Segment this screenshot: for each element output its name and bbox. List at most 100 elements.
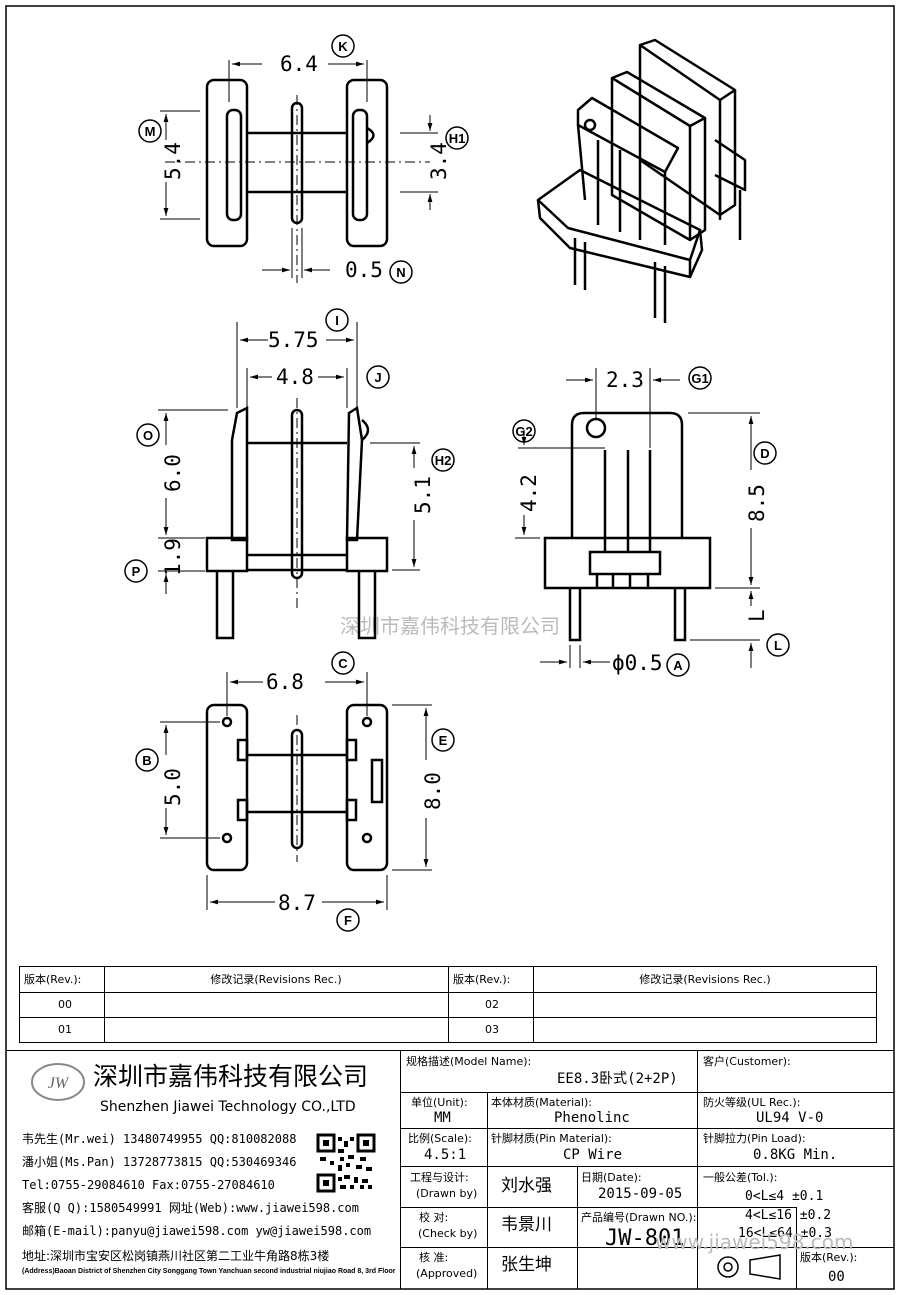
dim-5-0: 5.0 xyxy=(161,768,185,806)
bubble-O: O xyxy=(143,428,153,443)
contact-qq-web: 客服(Q Q):1580549991 网址(Web):www.jiawei598… xyxy=(22,1201,359,1215)
bubble-B: B xyxy=(142,753,151,768)
top-view xyxy=(205,78,389,248)
dim-8-5: 8.5 xyxy=(745,484,769,522)
contact-tel-fax: Tel:0755-29084610 Fax:0755-27084610 xyxy=(22,1178,275,1192)
projection-symbol xyxy=(712,1252,788,1282)
dim-6-0: 6.0 xyxy=(161,454,185,492)
projection-icon xyxy=(717,1254,781,1280)
rev-00: 00 xyxy=(58,998,72,1011)
unit-label: 单位(Unit): xyxy=(411,1096,468,1109)
approved-value: 张生坤 xyxy=(501,1255,552,1275)
dim-L: L xyxy=(745,609,769,622)
dim-6-4: 6.4 xyxy=(280,52,318,76)
bubble-C: C xyxy=(338,656,348,671)
model-label: 规格描述(Model Name): xyxy=(406,1055,532,1068)
contact-pan: 潘小姐(Ms.Pan) 13728773815 QQ:530469346 xyxy=(22,1155,297,1169)
bubble-I: I xyxy=(335,313,339,328)
front-view xyxy=(205,405,389,640)
bubble-M: M xyxy=(145,124,156,139)
dim-6-8: 6.8 xyxy=(266,670,304,694)
bubble-F: F xyxy=(344,913,352,928)
rev-03: 03 xyxy=(485,1023,499,1036)
front-view-dims xyxy=(158,322,420,610)
drawing-no-value: JW-801 xyxy=(605,1226,685,1251)
dim-1-9: 1.9 xyxy=(161,538,185,576)
contact-email: 邮箱(E-mail):panyu@jiawei598.com yw@jiawei… xyxy=(22,1224,372,1238)
bubble-G1: G1 xyxy=(691,371,708,386)
qr-code xyxy=(316,1133,376,1193)
approved-label-en: (Approved) xyxy=(416,1267,478,1280)
rev-header: 版本(Rev.): xyxy=(24,973,82,986)
bubble-G2: G2 xyxy=(515,424,532,439)
pin-load-label: 针脚拉力(Pin Load): xyxy=(703,1132,806,1145)
tolerance-3: 16<L≤64 ±0.3 xyxy=(738,1226,832,1241)
rev-record-header: 修改记录(Revisions Rec.) xyxy=(210,973,342,986)
rev-02: 02 xyxy=(485,998,499,1011)
dim-phi-0-5: ϕ0.5 xyxy=(612,651,663,675)
logo-icon: JW xyxy=(31,1063,85,1101)
drawn-value: 刘水强 xyxy=(501,1176,552,1196)
dim-5-1: 5.1 xyxy=(411,476,435,514)
address-en: (Address)Baoan District of Shenzhen City… xyxy=(22,1268,396,1275)
scale-value: 4.5:1 xyxy=(424,1147,467,1163)
customer-label: 客户(Customer): xyxy=(703,1055,791,1068)
dim-8-0: 8.0 xyxy=(421,772,445,810)
model-value: EE8.3卧式(2+2P) xyxy=(557,1071,678,1087)
isometric-view xyxy=(536,38,747,323)
bubble-H2: H2 xyxy=(435,453,452,468)
qr-code-icon xyxy=(316,1133,376,1193)
ul-value: UL94 V-0 xyxy=(756,1110,824,1126)
logo-text: JW xyxy=(48,1075,70,1092)
tolerance-1: 0<L≤4 ±0.1 xyxy=(745,1189,824,1204)
scale-label: 比例(Scale): xyxy=(408,1132,472,1145)
rev-label: 版本(Rev.): xyxy=(800,1251,858,1264)
material-label: 本体材质(Material): xyxy=(491,1096,592,1109)
bubble-D: D xyxy=(760,446,769,461)
tolerance-2: 4<L≤16 ±0.2 xyxy=(745,1208,832,1223)
drawing-no-label: 产品编号(Drawn NO.): xyxy=(581,1211,697,1224)
material-value: Phenolinc xyxy=(554,1110,630,1126)
dim-2-3: 2.3 xyxy=(606,368,644,392)
bubble-K: K xyxy=(338,39,348,54)
address-cn: 地址:深圳市宝安区松岗镇燕川社区第二工业牛角路8栋3楼 xyxy=(22,1249,330,1263)
bottom-view-dims xyxy=(160,672,432,910)
side-view xyxy=(543,411,712,642)
rev-header-2: 版本(Rev.): xyxy=(453,973,511,986)
dim-5-4: 5.4 xyxy=(161,142,185,180)
bubble-J: J xyxy=(374,370,381,385)
contact-wei: 韦先生(Mr.wei) 13480749955 QQ:810082088 xyxy=(22,1132,297,1146)
dim-0-5-top: 0.5 xyxy=(345,258,383,282)
bubble-H1: H1 xyxy=(449,131,466,146)
bubble-P: P xyxy=(132,564,141,579)
drawn-label-en: (Drawn by) xyxy=(416,1187,478,1200)
unit-value: MM xyxy=(434,1110,451,1126)
watermark-center: 深圳市嘉伟科技有限公司 xyxy=(340,614,560,638)
bubble-N: N xyxy=(396,265,405,280)
check-label-en: (Check by) xyxy=(418,1227,478,1240)
rev-record-header-2: 修改记录(Revisions Rec.) xyxy=(639,973,771,986)
dim-8-7: 8.7 xyxy=(278,891,316,915)
company-name-cn: 深圳市嘉伟科技有限公司 xyxy=(93,1062,369,1091)
top-view-dims xyxy=(160,60,438,283)
drawing-border xyxy=(5,5,895,1290)
ul-label: 防火等级(UL Rec.): xyxy=(703,1096,801,1109)
drawn-label: 工程与设计: xyxy=(410,1171,469,1184)
pin-material-value: CP Wire xyxy=(563,1147,623,1163)
tolerance-label: 一般公差(Tol.): xyxy=(703,1171,778,1184)
company-name-en: Shenzhen Jiawei Technology CO.,LTD xyxy=(100,1099,356,1115)
watermark-corner: www.jiawei598.com xyxy=(655,1230,854,1254)
date-value: 2015-09-05 xyxy=(598,1186,683,1202)
company-logo: JW xyxy=(30,1060,86,1104)
approved-label: 核 准: xyxy=(419,1251,449,1264)
dim-4-2: 4.2 xyxy=(517,474,541,512)
dim-4-8: 4.8 xyxy=(276,365,314,389)
dim-5-75: 5.75 xyxy=(268,328,319,352)
dim-3-4: 3.4 xyxy=(427,142,451,180)
check-value: 韦景川 xyxy=(501,1215,552,1235)
pin-material-label: 针脚材质(Pin Material): xyxy=(491,1132,612,1145)
check-label: 校 对: xyxy=(419,1211,449,1224)
bubble-A: A xyxy=(673,658,683,673)
rev-01: 01 xyxy=(58,1023,72,1036)
